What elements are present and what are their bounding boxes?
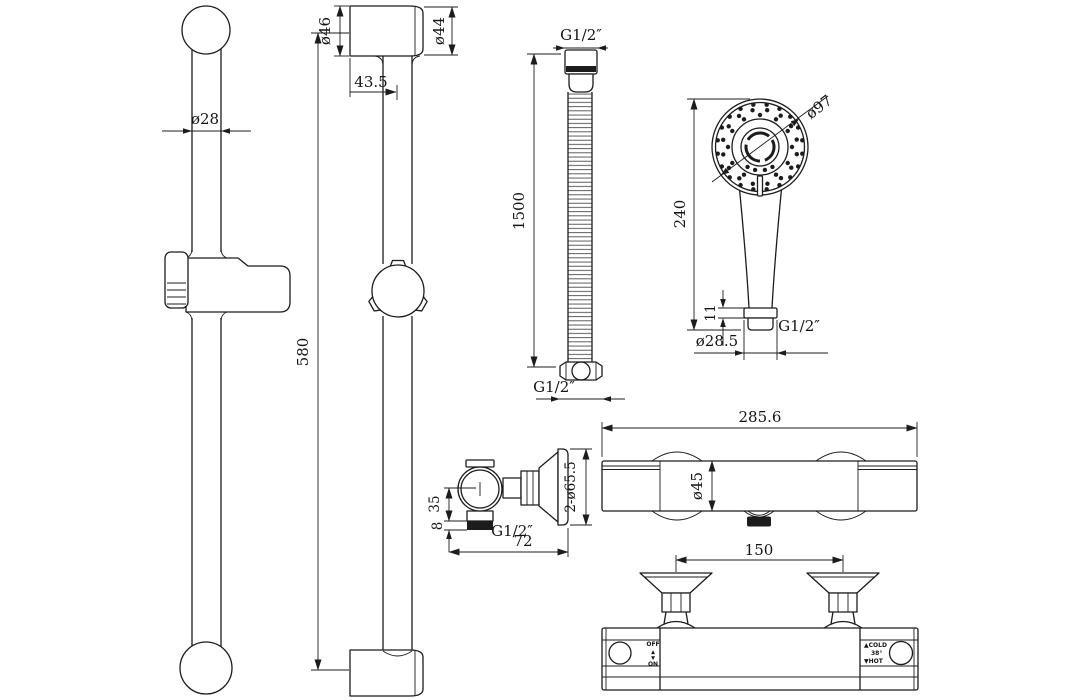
cold-label: ▲COLD (864, 642, 887, 649)
dim-connector-diameter: ø28.5 G1/2″ (694, 317, 828, 360)
dim-handshower-length: 240 (671, 98, 750, 331)
union-nut (520, 470, 540, 506)
handset-holder (185, 257, 291, 313)
handshower-thread-label: G1/2″ (778, 317, 820, 335)
mixer-body-front (601, 627, 919, 691)
wall-union: 35 8 G1/2″ 72 2-ø65.5 (427, 448, 592, 557)
mixer-outlet (743, 510, 775, 527)
left-inlet-bell (639, 572, 713, 629)
bracket-face-diameter-label: ø44 (430, 17, 448, 45)
dim-bracket-face-diameter: ø44 (424, 6, 458, 56)
flow-handle-cap (608, 641, 632, 665)
hot-label: ▼HOT (864, 658, 884, 665)
hose-bottom-thread-label: G1/2″ (533, 378, 575, 396)
handshower-length-label: 240 (671, 200, 689, 229)
arrow-up-icon: ▲ (651, 650, 655, 656)
union-height-label: 35 (427, 495, 443, 512)
inlet-spacing-label: 150 (745, 541, 774, 559)
dim-union-depth: 72 (448, 528, 569, 557)
hose-length-label: 1500 (510, 192, 528, 230)
handle-right-edge (771, 183, 783, 309)
rail-length-label: 580 (294, 338, 312, 367)
union-thread-label: G1/2″ (491, 522, 533, 540)
rail-top-bracket (349, 5, 424, 57)
dim-mixer-body-diameter: ø45 (688, 460, 716, 512)
on-label: ON (648, 661, 658, 668)
flow-handle-labels: OFF ▲ ▼ ON (646, 641, 659, 668)
connector-diameter-label: ø28.5 (696, 332, 738, 350)
slider-knob (368, 259, 428, 318)
dim-hose-bottom-thread: G1/2″ (533, 378, 625, 402)
dim-rail-diameter: ø28 (162, 110, 251, 134)
dim-bracket-offset: 43.5 (349, 58, 398, 100)
temp-label: 38° (871, 650, 882, 657)
head-slot (756, 175, 764, 197)
mixer-top-view: 285.6 ø45 (601, 408, 918, 527)
dim-connector-height: 11 (703, 290, 750, 346)
handle-connector (747, 317, 774, 331)
rail-bottom-bracket (349, 649, 424, 697)
right-inlet-bell (806, 572, 880, 629)
union-flange-label: 2-ø65.5 (563, 461, 579, 512)
shower-hose: G1/2″ 1500 G1/2″ (510, 26, 625, 402)
hose-top-thread-label: G1/2″ (560, 26, 602, 44)
hose-bottom-nut (559, 361, 603, 381)
dim-union-flange: 2-ø65.5 (563, 448, 592, 526)
bracket-offset-label: 43.5 (354, 73, 387, 91)
hand-shower: ø97 240 11 ø28.5 G1/2″ (671, 91, 836, 360)
mixer-front-view: 150 (601, 541, 919, 691)
dim-hose-length: 1500 (510, 53, 561, 368)
union-outlet-height-label: 8 (430, 522, 446, 531)
mixer-body-diameter-label: ø45 (688, 472, 706, 500)
hose-corrugated-tube (567, 92, 593, 362)
holder-grip (164, 251, 189, 309)
dim-bracket-outer-diameter: ø46 (316, 5, 349, 57)
dim-rail-length: 580 (294, 32, 349, 671)
dim-inlet-spacing: 150 (675, 541, 844, 572)
off-label: OFF (646, 641, 659, 648)
temp-handle-cap (888, 640, 914, 666)
mixer-body-top (601, 460, 918, 512)
dim-union-offsets: 35 8 (427, 487, 476, 552)
dim-mixer-width: 285.6 (601, 408, 918, 457)
handle-connector-lip (743, 307, 778, 319)
spray-nozzles (715, 102, 805, 192)
union-outlet (467, 521, 493, 530)
mixer-width-label: 285.6 (739, 408, 782, 426)
bracket-outer-diameter-label: ø46 (316, 17, 334, 45)
arrow-down-icon: ▼ (651, 656, 655, 662)
union-depth-label: 72 (513, 532, 532, 550)
rail-top-cap (181, 5, 231, 55)
temp-handle-labels: ▲COLD 38° ▼HOT (864, 642, 887, 665)
union-bell (538, 451, 559, 523)
head-diameter-label: ø97 (802, 91, 835, 122)
rail-side-view: ø46 ø44 43.5 580 (294, 5, 458, 697)
rail-bottom-cap (179, 641, 233, 695)
handle-left-edge (738, 183, 750, 309)
mode-button (740, 127, 780, 167)
rail-diameter-label: ø28 (191, 110, 219, 128)
rail-front-view: ø28 (162, 5, 291, 695)
connector-height-label: 11 (703, 304, 719, 321)
